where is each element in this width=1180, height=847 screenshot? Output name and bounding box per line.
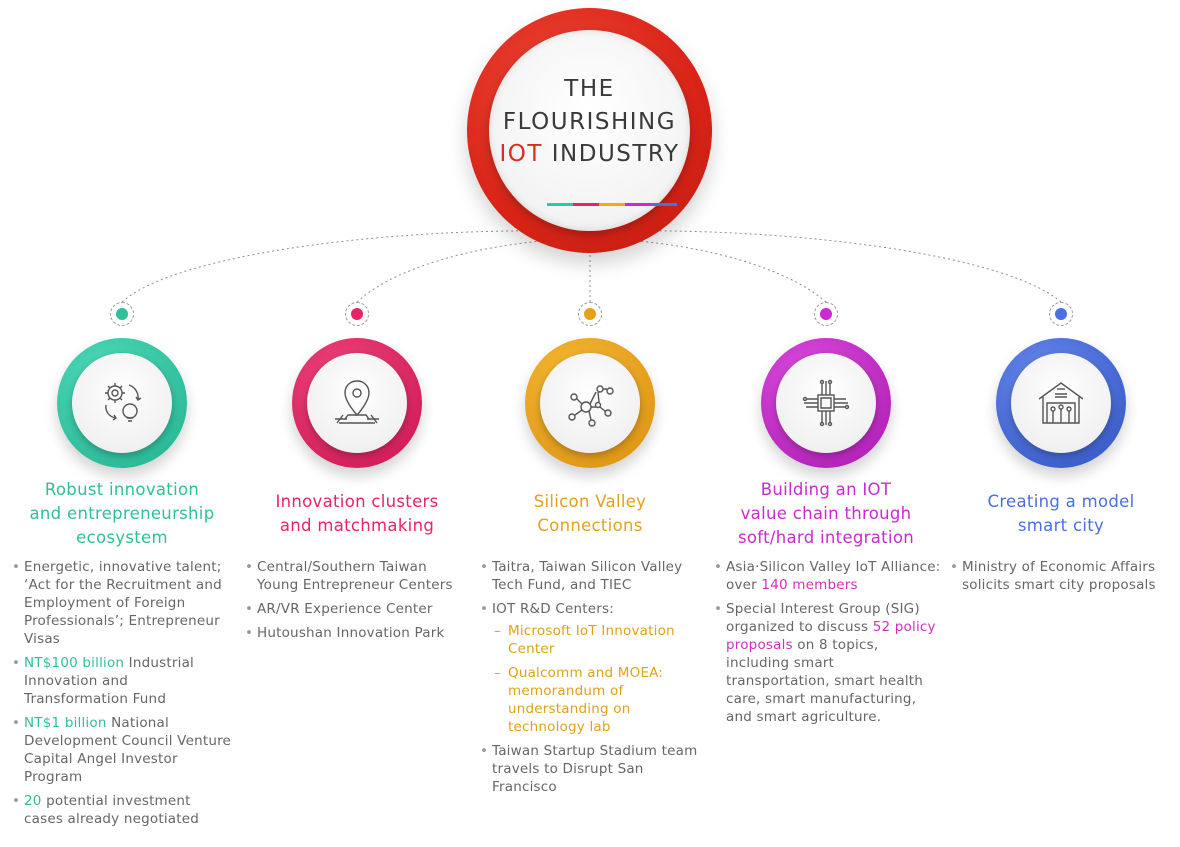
connector-5 (589, 230, 1062, 303)
pillar-title: Robust innovation and entrepreneurship eco… (12, 478, 232, 550)
bullet-text: AR/VR Experience Center (257, 601, 433, 617)
sub-bullet-item: Microsoft IoT Innovation Center (492, 622, 702, 658)
hub-title-rest: INDUSTRY (542, 141, 680, 167)
pillar-icon-disc (1011, 353, 1111, 453)
sub-bullet-item: Qualcomm and MOEA: memorandum of underst… (492, 664, 702, 736)
bullet-text: IOT R&D Centers: (492, 601, 614, 617)
pillar-title-line: Connections (537, 516, 643, 535)
pillar-icon-disc (72, 353, 172, 453)
central-hub-circle: THE FLOURISHING IOT INDUSTRY (467, 8, 712, 253)
hub-color-bar (547, 203, 677, 206)
bullet-text: Special Interest Group (SIG) organized t… (726, 601, 920, 635)
location-pin-icon (335, 380, 379, 424)
pillar-icon-disc (540, 353, 640, 453)
pillar-bullet-item: Ministry of Economic Affairs solicits sm… (950, 558, 1172, 594)
pillar-bullet-item: NT$1 billion National Development Counci… (12, 714, 234, 786)
bullet-text: National Development Council Venture Cap… (24, 715, 232, 785)
pillar-bullet-item: IOT R&D Centers: Microsoft IoT Innovation… (480, 600, 702, 736)
hub-bar-segment (573, 203, 599, 206)
pillar-icon-ring (525, 338, 655, 468)
connector-node-dot (345, 302, 369, 326)
hub-title-line2: FLOURISHING (502, 109, 677, 135)
pillar-icon-disc (776, 353, 876, 453)
pillar-bullet-list: Central/Southern Taiwan Young Entreprene… (245, 558, 467, 648)
pillar-bullet-item: 20 potential investment cases already ne… (12, 792, 234, 828)
hub-bar-segment (547, 203, 573, 206)
hub-title-line1: THE (564, 76, 615, 102)
pillar-icon-disc (307, 353, 407, 453)
pillar-bullet-item: Taiwan Startup Stadium team travels to D… (480, 742, 702, 796)
hub-bar-segment (651, 203, 677, 206)
pillar-title-line: ecosystem (76, 528, 168, 547)
bullet-text: on 8 topics, including smart transportat… (726, 637, 924, 725)
bullet-text: potential investment cases already negot… (24, 793, 200, 827)
bullet-text: Taitra, Taiwan Silicon Valley Tech Fund,… (492, 559, 683, 593)
smart-house-icon (1038, 382, 1084, 424)
pillar-title-line: Robust innovation (44, 480, 200, 499)
pillar-title-line: Silicon Valley (533, 492, 647, 511)
pillar-title-line: Creating a model (987, 492, 1135, 511)
pillar-bullet-item: Special Interest Group (SIG) organized t… (714, 600, 942, 726)
pillar-title: Innovation clusters and matchmaking (247, 490, 467, 538)
hub-inner-disc: THE FLOURISHING IOT INDUSTRY (489, 30, 690, 231)
pillar-title: Creating a model smart city (951, 490, 1171, 538)
pillar-title-line: smart city (1017, 516, 1105, 535)
pillar-bullet-item: Hutoushan Innovation Park (245, 624, 467, 642)
connector-node-fill (351, 308, 363, 320)
bullet-highlight: NT$1 billion (24, 715, 107, 731)
pillar-bullet-list: Ministry of Economic Affairs solicits sm… (950, 558, 1172, 600)
pillar-title-line: and matchmaking (279, 516, 435, 535)
bullet-text: Central/Southern Taiwan Young Entreprene… (257, 559, 453, 593)
network-nodes-icon (568, 385, 614, 427)
connector-node-fill (584, 308, 596, 320)
bullet-highlight: NT$100 billion (24, 655, 125, 671)
bullet-highlight: 20 (24, 793, 42, 809)
bullet-text: Taiwan Startup Stadium team travels to D… (492, 743, 698, 795)
connector-1 (121, 230, 591, 303)
pillar-title-line: value chain through (740, 504, 912, 523)
pillar-title-line: Building an IOT (760, 480, 892, 499)
bullet-highlight: 52 policy proposals (726, 619, 936, 653)
pillar-bullet-item: Taitra, Taiwan Silicon Valley Tech Fund,… (480, 558, 702, 594)
bullet-text: Industrial Innovation and Transformation… (24, 655, 194, 707)
pillar-bullet-item: NT$100 billion Industrial Innovation and… (12, 654, 234, 708)
bullet-text: Ministry of Economic Affairs solicits sm… (962, 559, 1156, 593)
connector-node-fill (116, 308, 128, 320)
pillar-bullet-item: Central/Southern Taiwan Young Entreprene… (245, 558, 467, 594)
pillar-bullet-item: Asia‧Silicon Valley IoT Alliance: over 1… (714, 558, 942, 594)
connector-node-dot (110, 302, 134, 326)
connector-node-dot (814, 302, 838, 326)
bullet-text: Hutoushan Innovation Park (257, 625, 445, 641)
connector-node-dot (578, 302, 602, 326)
pillar-icon-ring (996, 338, 1126, 468)
pillar-title-line: soft/hard integration (738, 528, 914, 547)
hub-bar-segment (599, 203, 625, 206)
pillar-bullet-item: AR/VR Experience Center (245, 600, 467, 618)
bullet-highlight: 140 members (761, 577, 858, 593)
pillar-title-line: and entrepreneurship (29, 504, 215, 523)
pillar-icon-ring (761, 338, 891, 468)
chip-icon (802, 379, 850, 427)
connector-node-fill (1055, 308, 1067, 320)
hub-title-accent: IOT (499, 141, 543, 167)
pillar-bullet-item: Energetic, innovative talent; ‘Act for t… (12, 558, 234, 648)
bullet-text: Energetic, innovative talent; ‘Act for t… (24, 559, 222, 647)
pillar-title: Building an IOT value chain through soft/h… (716, 478, 936, 550)
connector-node-fill (820, 308, 832, 320)
sub-bullet-list: Microsoft IoT Innovation CenterQualcomm … (492, 622, 702, 736)
pillar-icon-ring (292, 338, 422, 468)
gear-lightbulb-icon (105, 383, 142, 422)
pillar-bullet-list: Energetic, innovative talent; ‘Act for t… (12, 558, 234, 834)
hub-bar-segment (625, 203, 651, 206)
pillar-title-line: Innovation clusters (275, 492, 439, 511)
pillar-bullet-list: Taitra, Taiwan Silicon Valley Tech Fund,… (480, 558, 702, 802)
pillar-icon-ring (57, 338, 187, 468)
hub-title-line3: IOT INDUSTRY (489, 138, 690, 171)
connector-node-dot (1049, 302, 1073, 326)
bullet-text: Asia‧Silicon Valley IoT Alliance: over (726, 559, 941, 593)
pillar-bullet-list: Asia‧Silicon Valley IoT Alliance: over 1… (714, 558, 942, 732)
